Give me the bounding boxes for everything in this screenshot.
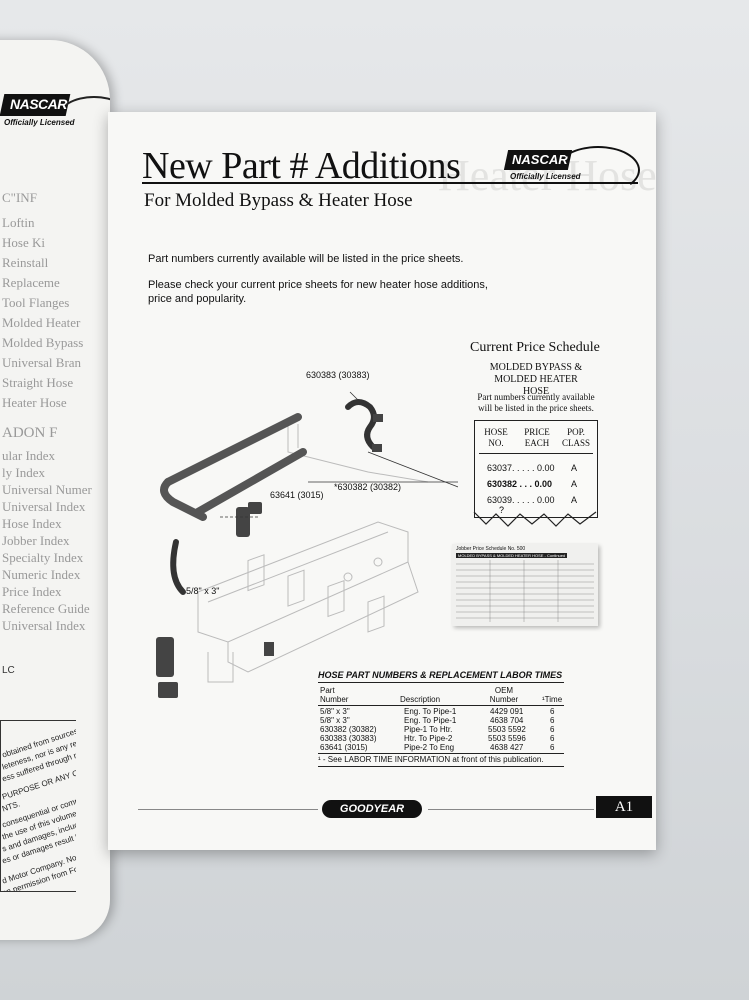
page-number: A1 [596,796,652,818]
footer-rule-left [138,809,318,810]
straight-hose [156,637,174,677]
schedule-sub-2: MOLDED HEATER HOSE [494,374,578,397]
left-fragment: Reference Guide [2,601,90,616]
valve [158,682,178,698]
intro-text-2b: price and popularity. [148,293,247,305]
label-size: 5/8" x 3" [186,586,220,596]
hose-rule-top [318,682,564,683]
left-fragment: ADON F [2,425,58,441]
left-fragment: Hose Ki [2,235,45,250]
jobber-grid [456,560,594,622]
left-fragment: Jobber Index [2,533,70,548]
left-fragment: Specialty Index [2,550,84,565]
footer-rule-right [428,809,594,810]
left-fragment: Reinstall [2,255,49,270]
schedule-note: Part numbers currently available will be… [477,392,595,413]
torn-edge [473,511,597,527]
label-63641: 63641 (3015) [270,490,324,500]
page-subtitle: For Molded Bypass & Heater Hose [144,190,413,211]
left-fragment: Universal Index [2,499,86,514]
left-fragment: Replaceme [2,275,60,290]
col-description: Description [400,695,441,704]
schedule-question: ? [499,505,505,515]
left-fragment: C"INF [2,190,37,205]
left-fragment: ly Index [2,465,45,480]
left-fragment: Molded Heater [2,315,81,330]
schedule-title: Current Price Schedule [470,340,600,355]
left-fragment: Price Index [2,584,62,599]
fittings [156,414,383,698]
left-lc: LC [2,665,15,676]
jobber-sheet: Jobber Price Schedule No. 500 MOLDED BYP… [452,544,598,626]
left-fragment: Tool Flanges [2,295,70,310]
bypass-pipes [160,413,307,521]
hose-diagram [156,391,458,698]
col-time: ¹Time [542,695,563,704]
col-pop: POP.CLASS [561,427,590,448]
label-630383: 630383 (30383) [306,370,370,380]
nascar-logo: NASCAR Officially Licensed [503,146,640,200]
table-row: 630382 (30382) Pipe-1 To Htr. 5503 5592 … [320,725,555,734]
hose-rule-bottom [318,753,564,754]
left-nascar-logo: NASCAR Officially Licensed [0,88,110,143]
left-fragment: Straight Hose [2,375,74,390]
catalog-page: Heater Hose New Part # Additions For Mol… [108,112,657,850]
left-disclaimer-box: obtained from sources generally leteness… [0,720,76,892]
left-fragment: Molded Bypass [2,335,84,350]
hose-rule-mid [318,705,564,706]
bracket-lines [287,422,429,483]
left-fragment: Universal Numer [2,482,92,497]
title-rule [142,182,638,184]
left-fragment: Hose Index [2,516,62,531]
intro-text-2a: Please check your current price sheets f… [148,279,488,291]
goodyear-logo: GOODYEAR [322,800,422,818]
hose-table-title: HOSE PART NUMBERS & REPLACEMENT LABOR TI… [318,670,563,680]
table-row: 63641 (3015) Pipe-2 To Eng 4638 427 6 [320,743,555,752]
hose-rule-end [318,766,564,767]
intro-text-1: Part numbers currently available will be… [148,253,464,265]
left-fragment: Loftin [2,215,35,230]
engine-manifold [197,521,419,683]
left-fragment: Universal Bran [2,355,82,370]
left-fragment: ular Index [2,448,56,463]
left-page: NASCAR Officially Licensed C"INF Loftin … [0,40,110,940]
schedule-sub-1: MOLDED BYPASS & [489,362,583,373]
hose-footnote: ¹ - See LABOR TIME INFORMATION at front … [318,755,544,764]
left-fragment: Numeric Index [2,567,81,582]
left-fragment: Universal Index [2,618,86,633]
label-630382: *630382 (30382) [334,482,402,492]
table-row: 630383 (30383) Htr. To Pipe-2 5503 5596 … [320,734,555,743]
table-row: 5/8" x 3" Eng. To Pipe-1 4638 704 6 [320,716,555,725]
page-title: New Part # Additions [142,145,461,187]
table-row: 5/8" x 3" Eng. To Pipe-1 4429 091 6 [320,707,555,716]
left-fragment: Heater Hose [2,395,67,410]
leader-lines [218,391,458,518]
